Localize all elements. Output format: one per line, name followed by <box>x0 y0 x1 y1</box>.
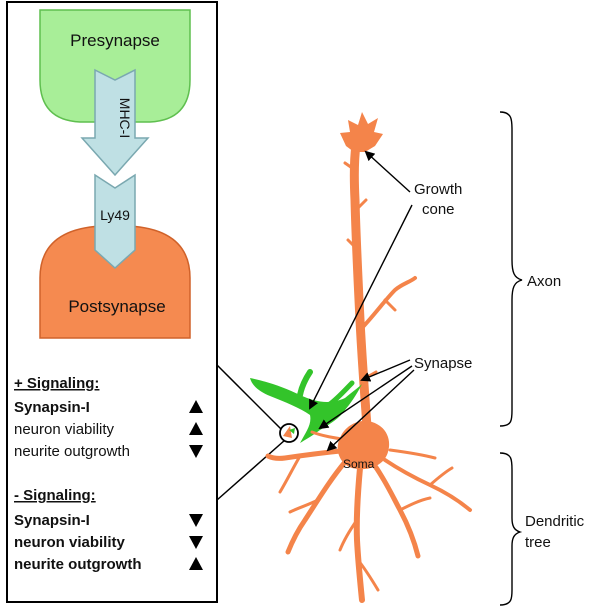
down-triangle-icon <box>189 536 203 549</box>
presynapse-label: Presynapse <box>70 31 160 50</box>
negative-signaling-title: - Signaling: <box>14 487 96 504</box>
growth-cone <box>340 112 383 152</box>
down-triangle-icon <box>189 514 203 527</box>
dendritic-label-1: Dendritic <box>525 513 585 530</box>
axon-brace <box>499 111 523 427</box>
positive-signaling-list: Synapsin-I neuron viability neurite outgro… <box>14 399 203 460</box>
axon-label: Axon <box>527 273 561 290</box>
positive-signaling-title: + Signaling: <box>14 375 99 392</box>
growth-cone-label-2: cone <box>422 201 455 218</box>
zoom-connector <box>216 364 286 501</box>
dendritic-brace <box>499 452 523 606</box>
growth-cone-arrow-bottom <box>309 204 413 410</box>
mhc-label: MHC-I <box>117 98 133 138</box>
inset-panel: Presynapse MHC-I Ly49 Postsynapse + Sign… <box>6 1 218 603</box>
up-triangle-icon <box>189 557 203 570</box>
synapse-zoom-marker <box>279 423 299 443</box>
negative-signaling-item: neuron viability <box>14 534 126 551</box>
soma <box>337 420 390 470</box>
negative-signaling-item: Synapsin-I <box>14 512 90 529</box>
synapse-arrow-1 <box>360 359 411 382</box>
synapse-label: Synapse <box>414 355 472 372</box>
up-triangle-icon <box>189 400 203 413</box>
soma-label: Soma <box>343 457 375 471</box>
axon-trunk <box>343 140 417 445</box>
positive-signaling-item: neuron viability <box>14 421 115 438</box>
mhc-arrow <box>80 68 150 177</box>
down-triangle-icon <box>189 445 203 458</box>
presynaptic-neuron <box>250 369 362 443</box>
postsynapse-label: Postsynapse <box>68 297 165 316</box>
dendritic-tree <box>265 430 472 603</box>
dendritic-label-2: tree <box>525 534 551 551</box>
neuron <box>250 112 472 603</box>
up-triangle-icon <box>189 422 203 435</box>
presynapse-shape <box>39 9 191 123</box>
negative-signaling-item: neurite outgrowth <box>14 556 142 573</box>
synapse-arrow-3 <box>326 369 415 452</box>
negative-signaling-list: Synapsin-I neuron viability neurite outgro… <box>14 512 203 573</box>
ly49-arrow <box>94 173 136 270</box>
growth-cone-label-1: Growth <box>414 181 462 198</box>
growth-cone-arrow-top <box>364 150 411 193</box>
positive-signaling-item: Synapsin-I <box>14 399 90 416</box>
synapse-arrow-2 <box>318 365 413 430</box>
ly49-label: Ly49 <box>100 207 130 223</box>
positive-signaling-item: neurite outgrowth <box>14 443 130 460</box>
annotation-arrows <box>309 150 415 452</box>
